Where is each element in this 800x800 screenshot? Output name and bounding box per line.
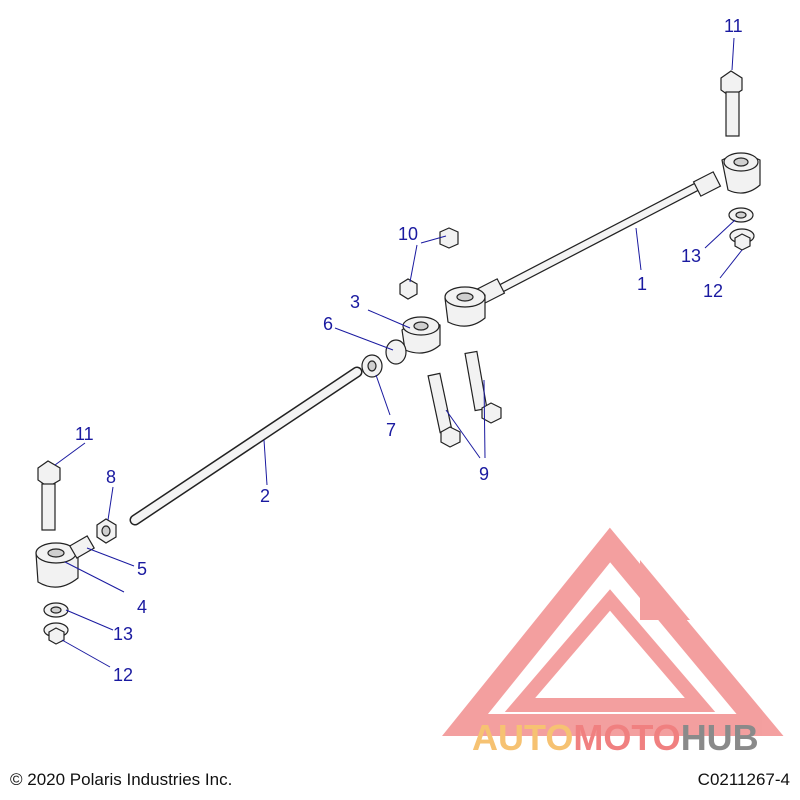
bolt-11-upper (720, 70, 743, 137)
callout-8: 8 (106, 467, 116, 487)
callout-13-lower: 13 (113, 624, 133, 644)
rod-end-upper-right (721, 152, 761, 194)
watermark-logo (442, 527, 784, 736)
tie-rod-upper (476, 171, 722, 304)
callout-10: 10 (398, 224, 418, 244)
leader-lines (54, 37, 743, 668)
jam-nut-6 (385, 339, 407, 365)
flange-nut-12-lower (43, 622, 69, 645)
nut-10-a (399, 278, 418, 300)
flange-nut-12-upper (729, 228, 755, 251)
rod-end-upper-left (444, 286, 486, 327)
callout-2: 2 (260, 486, 270, 506)
callout-13-upper: 13 (681, 246, 701, 266)
nut-8 (96, 518, 117, 544)
callout-1: 1 (637, 274, 647, 294)
callout-6: 6 (323, 314, 333, 334)
bolt-11-lower (37, 460, 61, 531)
drawing-id: C0211267-4 (697, 770, 790, 789)
bolt-9-a (427, 372, 461, 448)
nut-10-b (439, 227, 459, 249)
copyright-text: © 2020 Polaris Industries Inc. (10, 770, 233, 789)
callout-4: 4 (137, 597, 147, 617)
rod-end-middle (401, 316, 441, 354)
tie-rod-lower (129, 366, 363, 526)
callout-11-lower: 11 (75, 424, 94, 444)
callout-5: 5 (137, 559, 147, 579)
callout-3: 3 (350, 292, 360, 312)
watermark-text: AUTOMOTOHUB (472, 717, 759, 758)
callout-12-upper: 12 (703, 281, 723, 301)
bolt-9-b (464, 350, 502, 424)
callout-9: 9 (479, 464, 489, 484)
callout-11-upper: 11 (724, 16, 743, 36)
rod-end-lower (35, 535, 95, 588)
callout-7: 7 (386, 420, 396, 440)
callout-12-lower: 12 (113, 665, 133, 685)
